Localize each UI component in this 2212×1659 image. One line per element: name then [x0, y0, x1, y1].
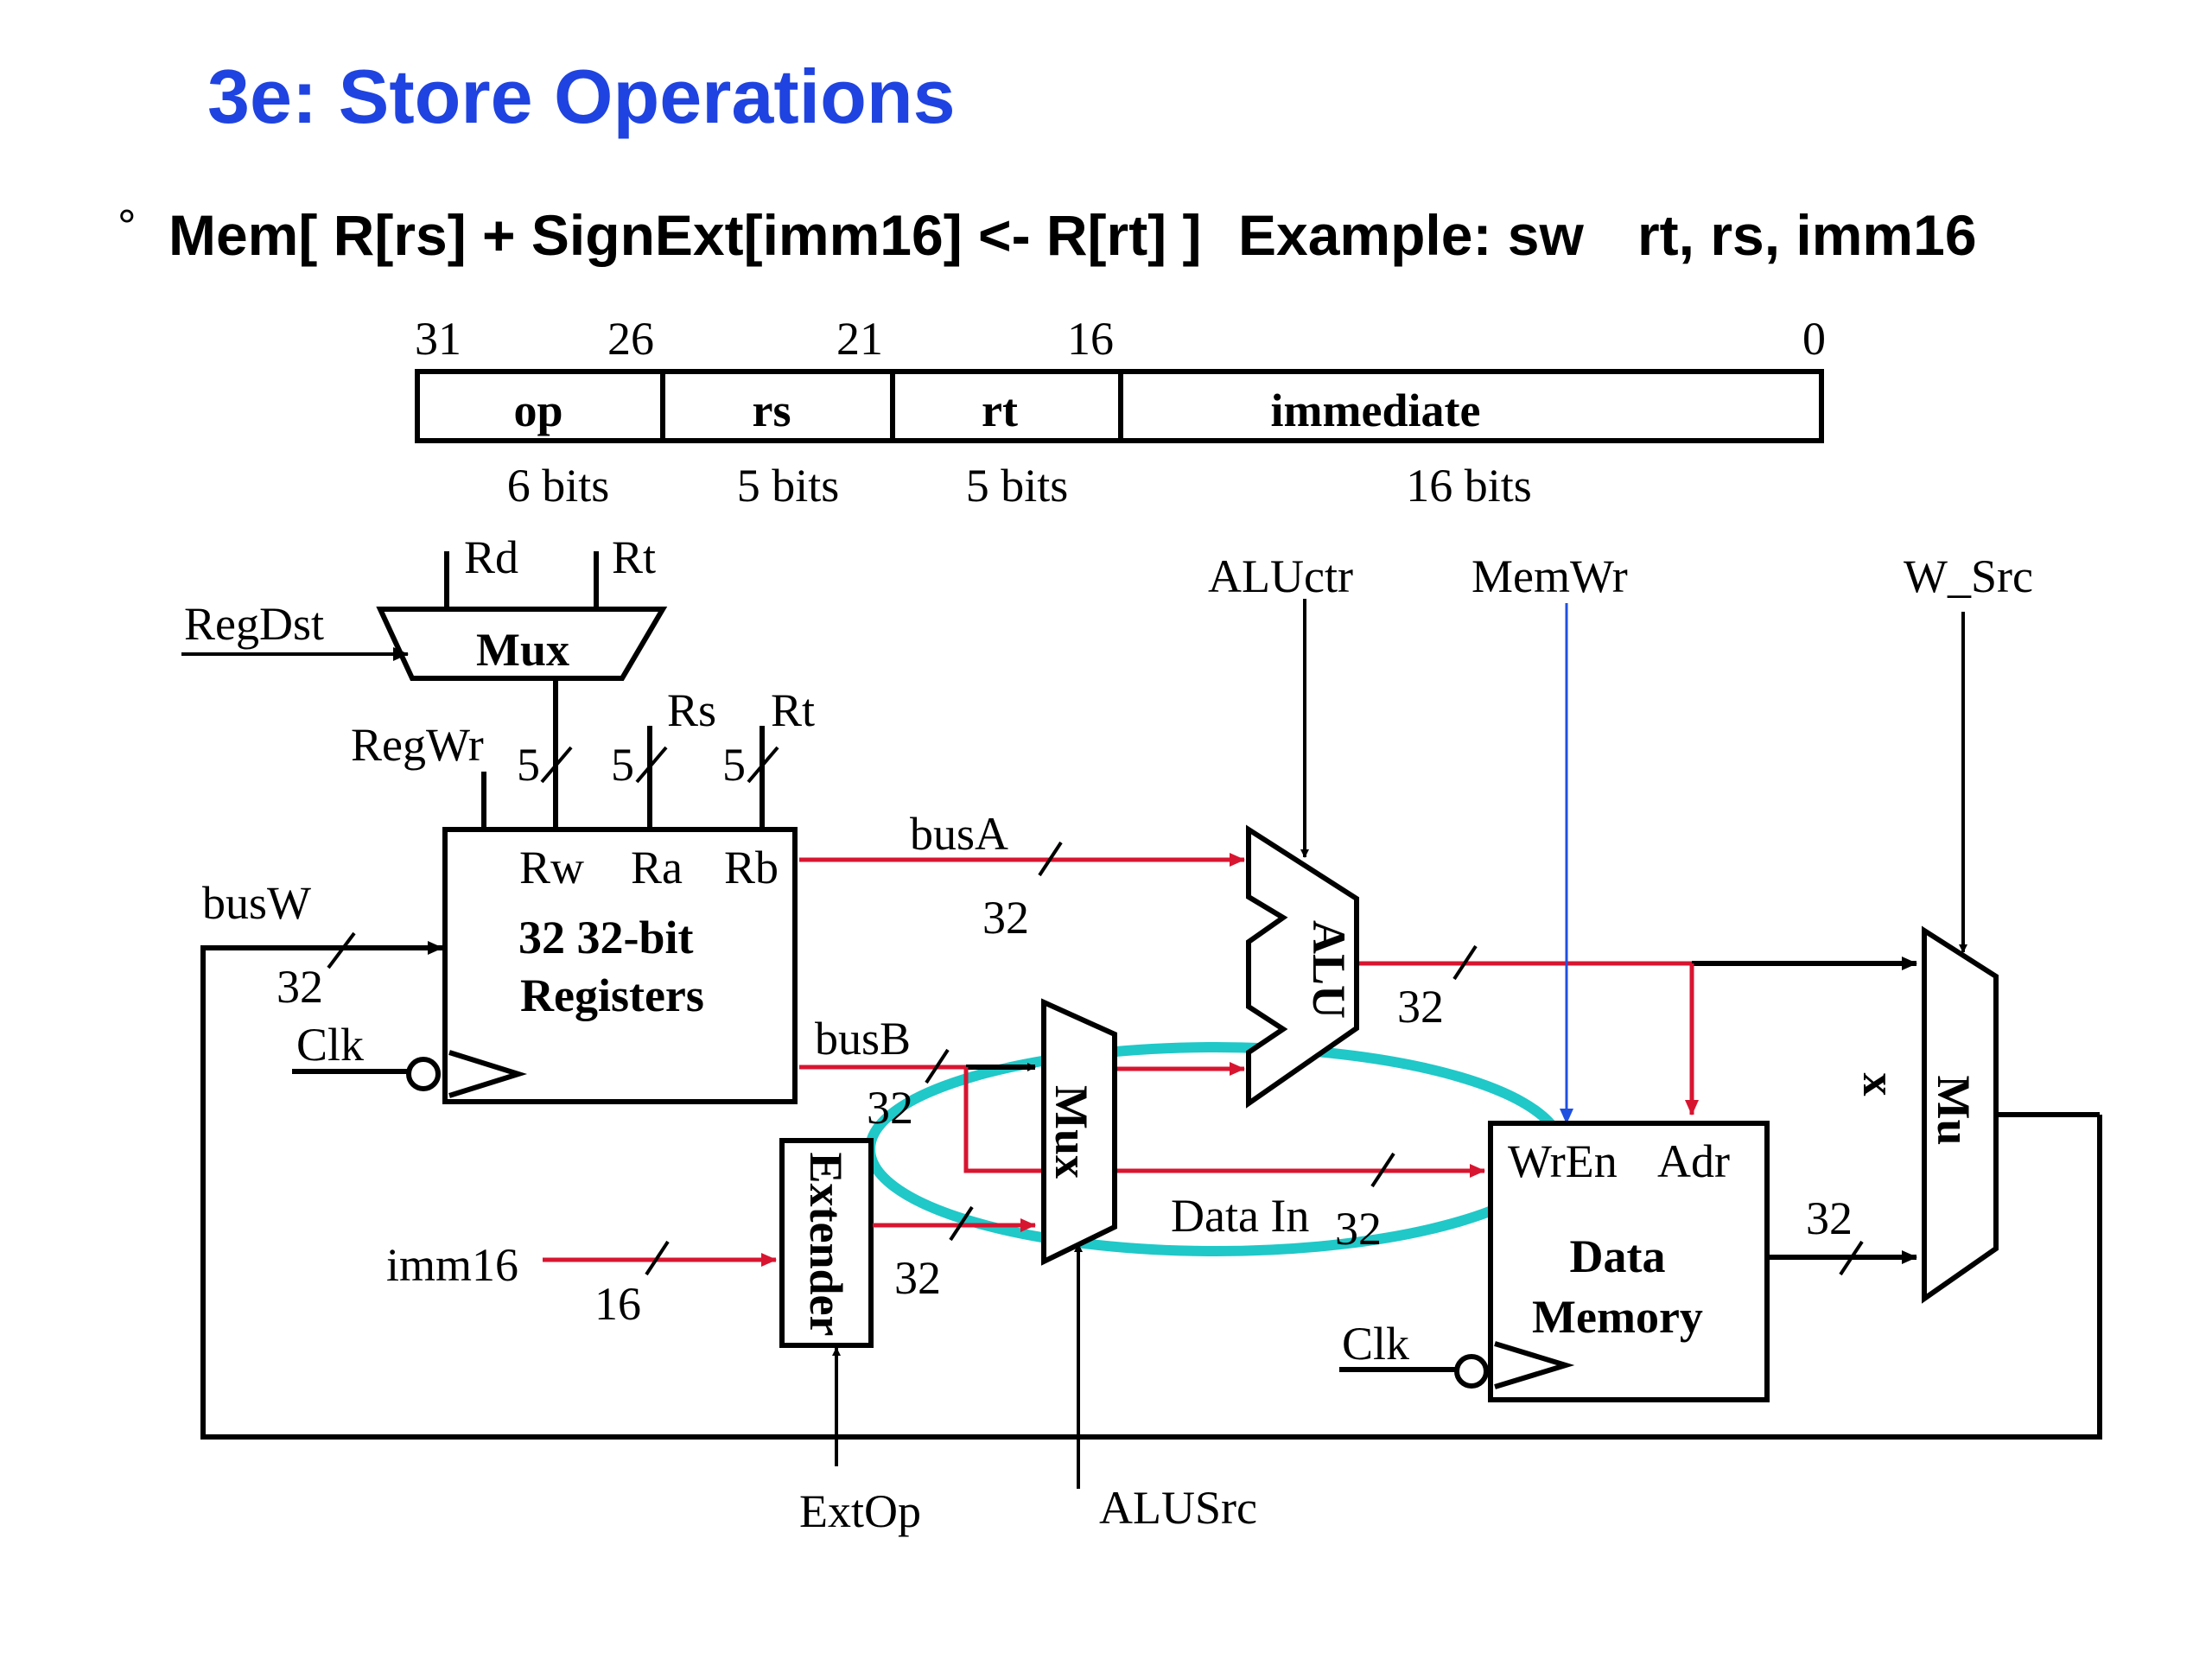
regdst-signal: RegDst [184, 598, 324, 650]
port-rb: Rb [724, 842, 779, 893]
bit-position-26: 26 [607, 313, 654, 365]
busb-label: busB [815, 1013, 911, 1065]
regdst-mux-input-rt: Rt [612, 531, 656, 583]
field-op-width: 6 bits [507, 460, 610, 512]
slide-title: 3e: Store Operations [207, 54, 956, 139]
alusrc-signal: ALUSrc [1099, 1482, 1257, 1534]
alusrc-mux: Mux [1041, 998, 1117, 1266]
field-immediate: immediate [1271, 385, 1481, 436]
alusrc-mux-label: Mux [1046, 1085, 1097, 1179]
imm16-slash [645, 1240, 670, 1276]
busb-slash [925, 1048, 950, 1084]
ra-slash [635, 746, 668, 784]
extender-out-slash [949, 1205, 974, 1242]
aluctr-signal: ALUctr [1208, 550, 1353, 602]
register-file: Rw Ra Rb 32 32-bit Registers Clk [292, 827, 798, 1104]
field-immediate-width: 16 bits [1406, 460, 1532, 512]
wsrc-mux-label-x: x [1853, 1073, 1905, 1096]
alu-label: ALU [1303, 920, 1355, 1019]
field-op: op [513, 385, 563, 436]
example-label: Example: sw [1238, 203, 1584, 267]
wsrc-mux: Mu x [1853, 925, 1999, 1304]
rb-slash [747, 746, 779, 784]
rs-label: Rs [667, 684, 716, 736]
memory-clock-triangle [1494, 1341, 1575, 1389]
field-rt-width: 5 bits [966, 460, 1069, 512]
bit-position-31: 31 [415, 313, 461, 365]
example-operands: rt, rs, imm16 [1637, 203, 1977, 267]
busw-label: busW [202, 877, 311, 929]
ra-width: 5 [611, 739, 634, 791]
register-clk-label: Clk [296, 1019, 364, 1071]
busw-feedback-wire [200, 941, 2102, 1440]
bit-position-16: 16 [1067, 313, 1114, 365]
register-file-subtitle: Registers [520, 969, 704, 1021]
bit-position-21: 21 [836, 313, 883, 365]
extender: Extender [779, 1138, 874, 1348]
imm16-width: 16 [594, 1278, 641, 1330]
data-in-label: Data In [1171, 1190, 1309, 1242]
memory-clk-label: Clk [1342, 1318, 1409, 1370]
port-rw: Rw [519, 842, 584, 893]
regwr-signal: RegWr [351, 719, 484, 771]
port-adr: Adr [1657, 1135, 1730, 1187]
clock-inverter-bubble [1454, 1354, 1489, 1389]
regdst-mux: Rd Rt Mux RegDst [181, 531, 668, 830]
data-in-slash [1370, 1152, 1395, 1188]
bullet-marker: ° [118, 200, 137, 252]
wsrc-mux-body [1922, 925, 1999, 1304]
memory-out-slash [1839, 1240, 1864, 1276]
wsrc-signal: W_Src [1904, 550, 2033, 602]
alu-out-width: 32 [1397, 981, 1444, 1033]
busa-slash [1038, 841, 1063, 877]
busa-width: 32 [982, 892, 1029, 944]
rw-width: 5 [517, 739, 540, 791]
register-clock-triangle [448, 1050, 528, 1098]
port-wren: WrEn [1508, 1135, 1618, 1187]
memory-out-width: 32 [1806, 1192, 1853, 1244]
wsrc-mux-label: Mu [1928, 1076, 1980, 1146]
data-in-wire [963, 1067, 1485, 1178]
alu-body [1246, 824, 1359, 1109]
extop-signal: ExtOp [799, 1485, 921, 1537]
rb-width: 5 [722, 739, 746, 791]
data-memory-title: Data [1570, 1230, 1666, 1282]
busa-label: busA [910, 808, 1008, 860]
store-semantics: Mem[ R[rs] + SignExt[imm16] <- R[rt] ] [168, 203, 1201, 267]
alu-out-slash [1452, 944, 1478, 981]
data-memory-subtitle: Memory [1532, 1291, 1703, 1343]
memwr-signal: MemWr [1471, 550, 1628, 602]
alu: ALU [1246, 824, 1359, 1109]
data-memory: WrEn Adr Data Memory Clk [1339, 1121, 1770, 1402]
regdst-mux-label: Mux [476, 624, 569, 676]
register-file-title: 32 32-bit [518, 912, 694, 963]
busw-width: 32 [276, 961, 323, 1013]
regdst-mux-input-rd: Rd [464, 531, 518, 583]
extender-label: Extender [800, 1153, 852, 1337]
field-rt: rt [982, 385, 1018, 436]
busb-width: 32 [867, 1082, 913, 1134]
field-rs-width: 5 bits [737, 460, 840, 512]
bit-position-0: 0 [1802, 313, 1826, 365]
extender-body [779, 1138, 874, 1348]
data-in-width: 32 [1335, 1203, 1382, 1255]
register-file-body [442, 827, 798, 1104]
port-ra: Ra [631, 842, 683, 893]
rw-slash [540, 746, 573, 784]
rt-label: Rt [771, 684, 815, 736]
clock-inverter-bubble [406, 1057, 441, 1091]
alusrc-mux-body [1041, 998, 1117, 1266]
imm16-label: imm16 [386, 1239, 518, 1291]
extender-out-width: 32 [894, 1252, 941, 1304]
field-rs: rs [753, 385, 791, 436]
instruction-format: 31 26 21 16 0 op rs rt immediate 6 bits … [415, 313, 1826, 512]
